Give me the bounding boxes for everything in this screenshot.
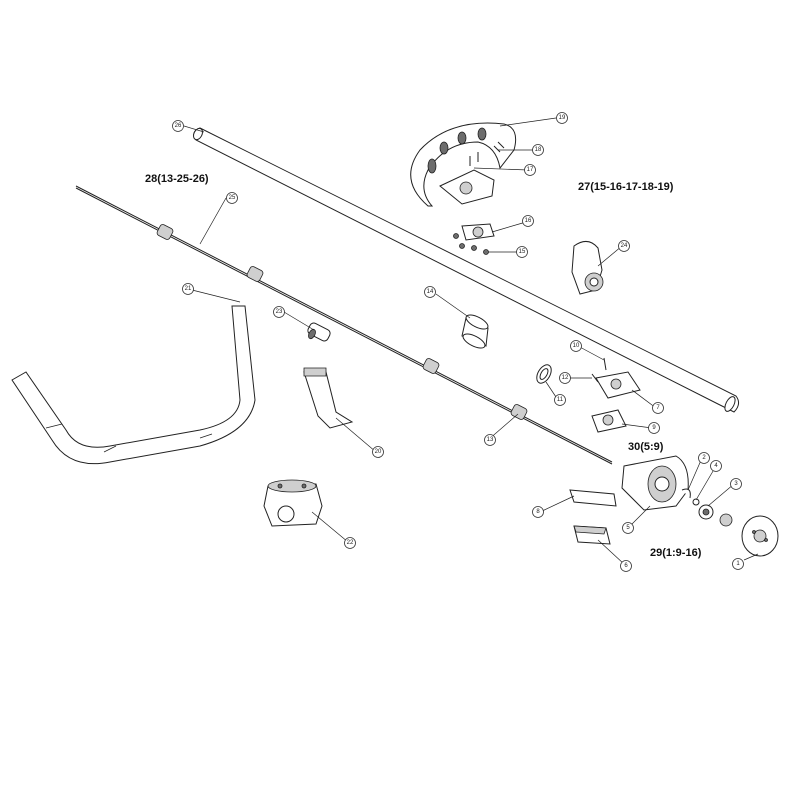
part-24-throttle-housing (571, 241, 604, 295)
callout-26: 26 (172, 120, 184, 132)
callout-3: 3 (730, 478, 742, 490)
callout-22: 22 (344, 537, 356, 549)
callout-24: 24 (618, 240, 630, 252)
assembly-label-30: 30(5:9) (628, 441, 664, 453)
callout-15: 15 (516, 246, 528, 258)
grip-hole (457, 131, 467, 145)
callout-23: 23 (273, 306, 285, 318)
part-7-clamp-half (595, 371, 641, 399)
part-26-shaft-tube (193, 127, 740, 413)
svg-text:1: 1 (736, 561, 740, 567)
callout-10: 10 (570, 340, 582, 352)
svg-text:26: 26 (175, 123, 182, 129)
part-4-ring (692, 498, 700, 506)
callout-13: 13 (484, 434, 496, 446)
part-8-bracket (569, 489, 617, 507)
part-25-drive-cable (75, 185, 613, 465)
cable-bushing (422, 358, 440, 374)
assembly-label-28: 28(13-25-26) (145, 173, 209, 185)
part-17-handle-body (439, 152, 495, 205)
part-14-sleeve (461, 314, 489, 349)
assembly-label-29: 29(1:9-16) (650, 547, 702, 559)
callout-9: 9 (648, 422, 660, 434)
callout-6: 6 (620, 560, 632, 572)
callout-8: 8 (532, 506, 544, 518)
part-21-handlebar (11, 305, 256, 465)
part-2-clip (681, 488, 691, 499)
part-16-lower-clamp (461, 223, 495, 241)
grip-hole (439, 141, 449, 155)
svg-text:20: 20 (375, 449, 382, 455)
svg-text:22: 22 (347, 540, 354, 546)
svg-text:5: 5 (626, 525, 630, 531)
svg-text:7: 7 (656, 405, 660, 411)
part-1-flange (719, 513, 779, 557)
svg-text:18: 18 (535, 147, 542, 153)
svg-text:17: 17 (527, 167, 534, 173)
callout-4: 4 (710, 460, 722, 472)
svg-text:21: 21 (185, 286, 192, 292)
part-10-pin (603, 357, 607, 371)
callout-12: 12 (559, 372, 571, 384)
callout-20: 20 (372, 446, 384, 458)
svg-text:6: 6 (624, 563, 628, 569)
callout-11: 11 (554, 394, 566, 406)
svg-text:23: 23 (276, 309, 283, 315)
svg-text:14: 14 (427, 289, 434, 295)
part-20-grip-handle (303, 367, 354, 429)
callout-19: 19 (556, 112, 568, 124)
svg-text:19: 19 (559, 115, 566, 121)
part-23-spacer (307, 322, 331, 342)
svg-text:8: 8 (536, 509, 540, 515)
svg-text:10: 10 (573, 343, 580, 349)
callout-16: 16 (522, 215, 534, 227)
svg-text:9: 9 (652, 425, 656, 431)
callout-2: 2 (698, 452, 710, 464)
cable-bushing (246, 266, 264, 282)
svg-text:2: 2 (702, 455, 706, 461)
leader-lines (183, 117, 759, 565)
part-3-bearing (698, 504, 714, 520)
svg-text:16: 16 (525, 218, 532, 224)
assembly-label-27: 27(15-16-17-18-19) (578, 181, 674, 193)
svg-text:13: 13 (487, 437, 494, 443)
part-6-guard-plate (573, 525, 611, 545)
part-11-ring (536, 364, 552, 384)
part-18-screws (493, 141, 505, 153)
svg-text:15: 15 (519, 249, 526, 255)
callout-1: 1 (732, 558, 744, 570)
part-12-screw (591, 373, 599, 383)
svg-text:11: 11 (557, 397, 564, 403)
part-22-clamp (263, 479, 323, 527)
svg-text:12: 12 (562, 375, 569, 381)
callout-7: 7 (652, 402, 664, 414)
callout-18: 18 (532, 144, 544, 156)
grip-hole (477, 127, 487, 141)
grip-hole (427, 158, 437, 174)
svg-text:24: 24 (621, 243, 628, 249)
cable-bushing (156, 224, 174, 240)
callout-21: 21 (182, 283, 194, 295)
part-9-clamp-half (591, 409, 627, 433)
callout-14: 14 (424, 286, 436, 298)
svg-text:3: 3 (734, 481, 738, 487)
callout-17: 17 (524, 164, 536, 176)
svg-text:25: 25 (229, 195, 236, 201)
part-13-bushing (510, 404, 528, 420)
part-5-gear-housing (621, 455, 689, 511)
callout-25: 25 (226, 192, 238, 204)
svg-text:4: 4 (714, 463, 718, 469)
callout-5: 5 (622, 522, 634, 534)
